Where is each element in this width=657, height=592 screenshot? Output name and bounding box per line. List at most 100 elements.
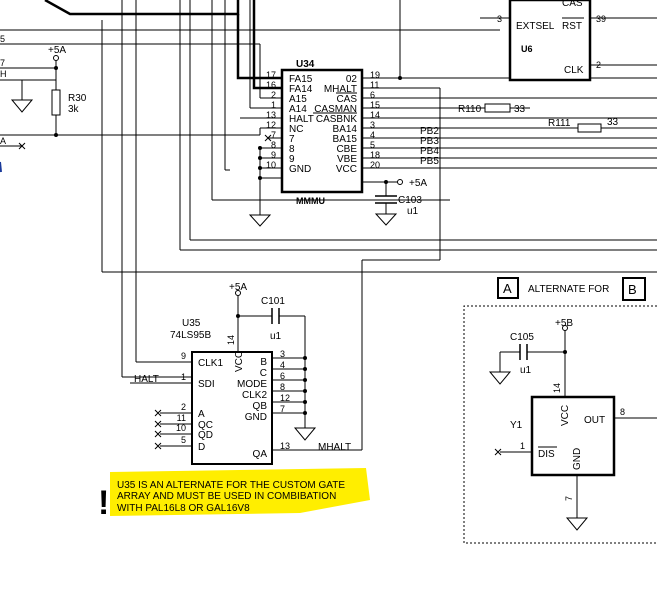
u34-pb-label: PB3 <box>420 136 439 147</box>
c101-value: u1 <box>270 331 282 342</box>
u35-pin-num: 4 <box>280 360 285 370</box>
r111-value: 33 <box>607 117 619 128</box>
u35-pin-num: 11 <box>177 413 186 423</box>
u34-pin-label: VCC <box>336 164 357 175</box>
u35-pin-label: D <box>198 442 205 453</box>
edge-label: 5 <box>0 34 5 44</box>
y1-pin-label: VCC <box>560 405 571 426</box>
edge-label: 7 <box>0 58 5 68</box>
u34-pin-num: 9 <box>271 150 276 160</box>
u34-pin-num: 6 <box>370 90 375 100</box>
r110-body <box>484 103 511 113</box>
u34-pin-num: 10 <box>266 160 276 170</box>
r110-ref: R110 <box>458 104 482 115</box>
u34-pin-num: 16 <box>266 80 276 90</box>
u34-pin-num: 1 <box>271 100 276 110</box>
u6-ref: U6 <box>521 44 533 54</box>
u6-pin-label: CLK <box>564 65 584 76</box>
alt-box-a <box>497 277 519 299</box>
u35-pin-num: 9 <box>181 351 186 361</box>
r30-body <box>51 89 61 116</box>
u35-pin-label: CLK2 <box>242 390 267 401</box>
power-label: +5A <box>409 178 427 189</box>
c101-ref: C101 <box>261 296 285 307</box>
no-connect-icon <box>264 134 272 142</box>
u34-body <box>280 68 364 194</box>
u34-pin-label: CASMAN <box>314 104 357 115</box>
u34-pin-label: CAS <box>336 94 357 105</box>
c103-value: u1 <box>407 206 419 217</box>
u34-pin-num: 19 <box>370 70 380 80</box>
u35-pin-num: 5 <box>181 435 186 445</box>
u34-pin-label: 9 <box>289 154 295 165</box>
u34-pin-label: NC <box>289 124 303 135</box>
y1-pin-num: 1 <box>520 441 525 451</box>
u34-pin-num: 17 <box>266 70 276 80</box>
ground-icon <box>374 213 398 226</box>
u34-pin-num: 11 <box>370 80 379 90</box>
note-line: WITH PAL16L8 OR GAL16V8 <box>117 503 250 514</box>
u34-pb-label: PB2 <box>420 126 439 137</box>
u35-pin-num: 3 <box>280 349 285 359</box>
power-label: +5A <box>48 45 66 56</box>
u35-pin-num: 13 <box>280 441 290 451</box>
u35-pin-label: SDI <box>198 379 215 390</box>
u6-body <box>508 0 592 82</box>
ground-icon <box>248 214 272 227</box>
u35-vcc-pin: 14 <box>226 335 236 345</box>
u35-pin-label: QC <box>198 420 213 431</box>
resistor-bodies <box>51 89 602 133</box>
u6-pin-num: 39 <box>596 14 606 24</box>
u34-pin-label: 7 <box>289 134 295 145</box>
power-terminal-icon <box>235 290 241 296</box>
u35-pin-label: CLK1 <box>198 358 223 369</box>
ground-icon <box>10 99 34 113</box>
note-mark: ! <box>98 484 109 522</box>
junction-dots <box>54 66 567 415</box>
y1-pin-num: 14 <box>552 383 562 393</box>
u35-part: 74LS95B <box>170 330 211 341</box>
note-highlight <box>110 468 370 516</box>
u6-pin-label: CAS <box>562 0 583 9</box>
u34-pin-num: 20 <box>370 160 380 170</box>
u35-pin-label: QA <box>253 449 268 460</box>
u6-pin-label: EXTSEL <box>516 21 555 32</box>
u35-ref: U35 <box>182 318 201 329</box>
u34-pin-label: CASBNK <box>316 114 357 125</box>
y1-pin-num: 8 <box>620 407 625 417</box>
u35-pin-label: MODE <box>237 379 267 390</box>
u34-pb-label: PB5 <box>420 156 439 167</box>
u35-body <box>191 351 273 465</box>
power-terminal-icon <box>397 179 403 185</box>
u34-pin-label: CBE <box>336 144 357 155</box>
u35-pin-num: 2 <box>181 402 186 412</box>
u35-pin-label: GND <box>245 412 267 423</box>
u34-pin-num: 5 <box>370 140 375 150</box>
power-label: +5B <box>555 318 573 329</box>
u35-pin-label: A <box>198 409 205 420</box>
u34-pin-num: 2 <box>271 90 276 100</box>
u34-pin-num: 18 <box>370 150 380 160</box>
u34-pin-label: VBE <box>337 154 357 165</box>
u34-pin-label: A15 <box>289 94 307 105</box>
u34-pin-num: 14 <box>370 110 380 120</box>
y1-pin-num: 7 <box>564 496 574 501</box>
r111-body <box>577 123 602 133</box>
u35-pin-label: C <box>260 368 267 379</box>
power-terminal-icon <box>53 55 59 61</box>
u35-pin-num: 10 <box>176 423 186 433</box>
u34-pin-label: MHALT <box>324 84 357 95</box>
u34-pin-num: 7 <box>271 130 276 140</box>
u34-pin-label: A14 <box>289 104 307 115</box>
y1-pin-label: OUT <box>584 415 605 426</box>
ground-icon <box>488 371 512 385</box>
note-line: ARRAY AND MUST BE USED IN COMBIBATION <box>117 491 336 502</box>
u34-pin-num: 3 <box>370 120 375 130</box>
u35-pin-num: 12 <box>280 393 290 403</box>
no-connect-icon <box>18 142 26 150</box>
